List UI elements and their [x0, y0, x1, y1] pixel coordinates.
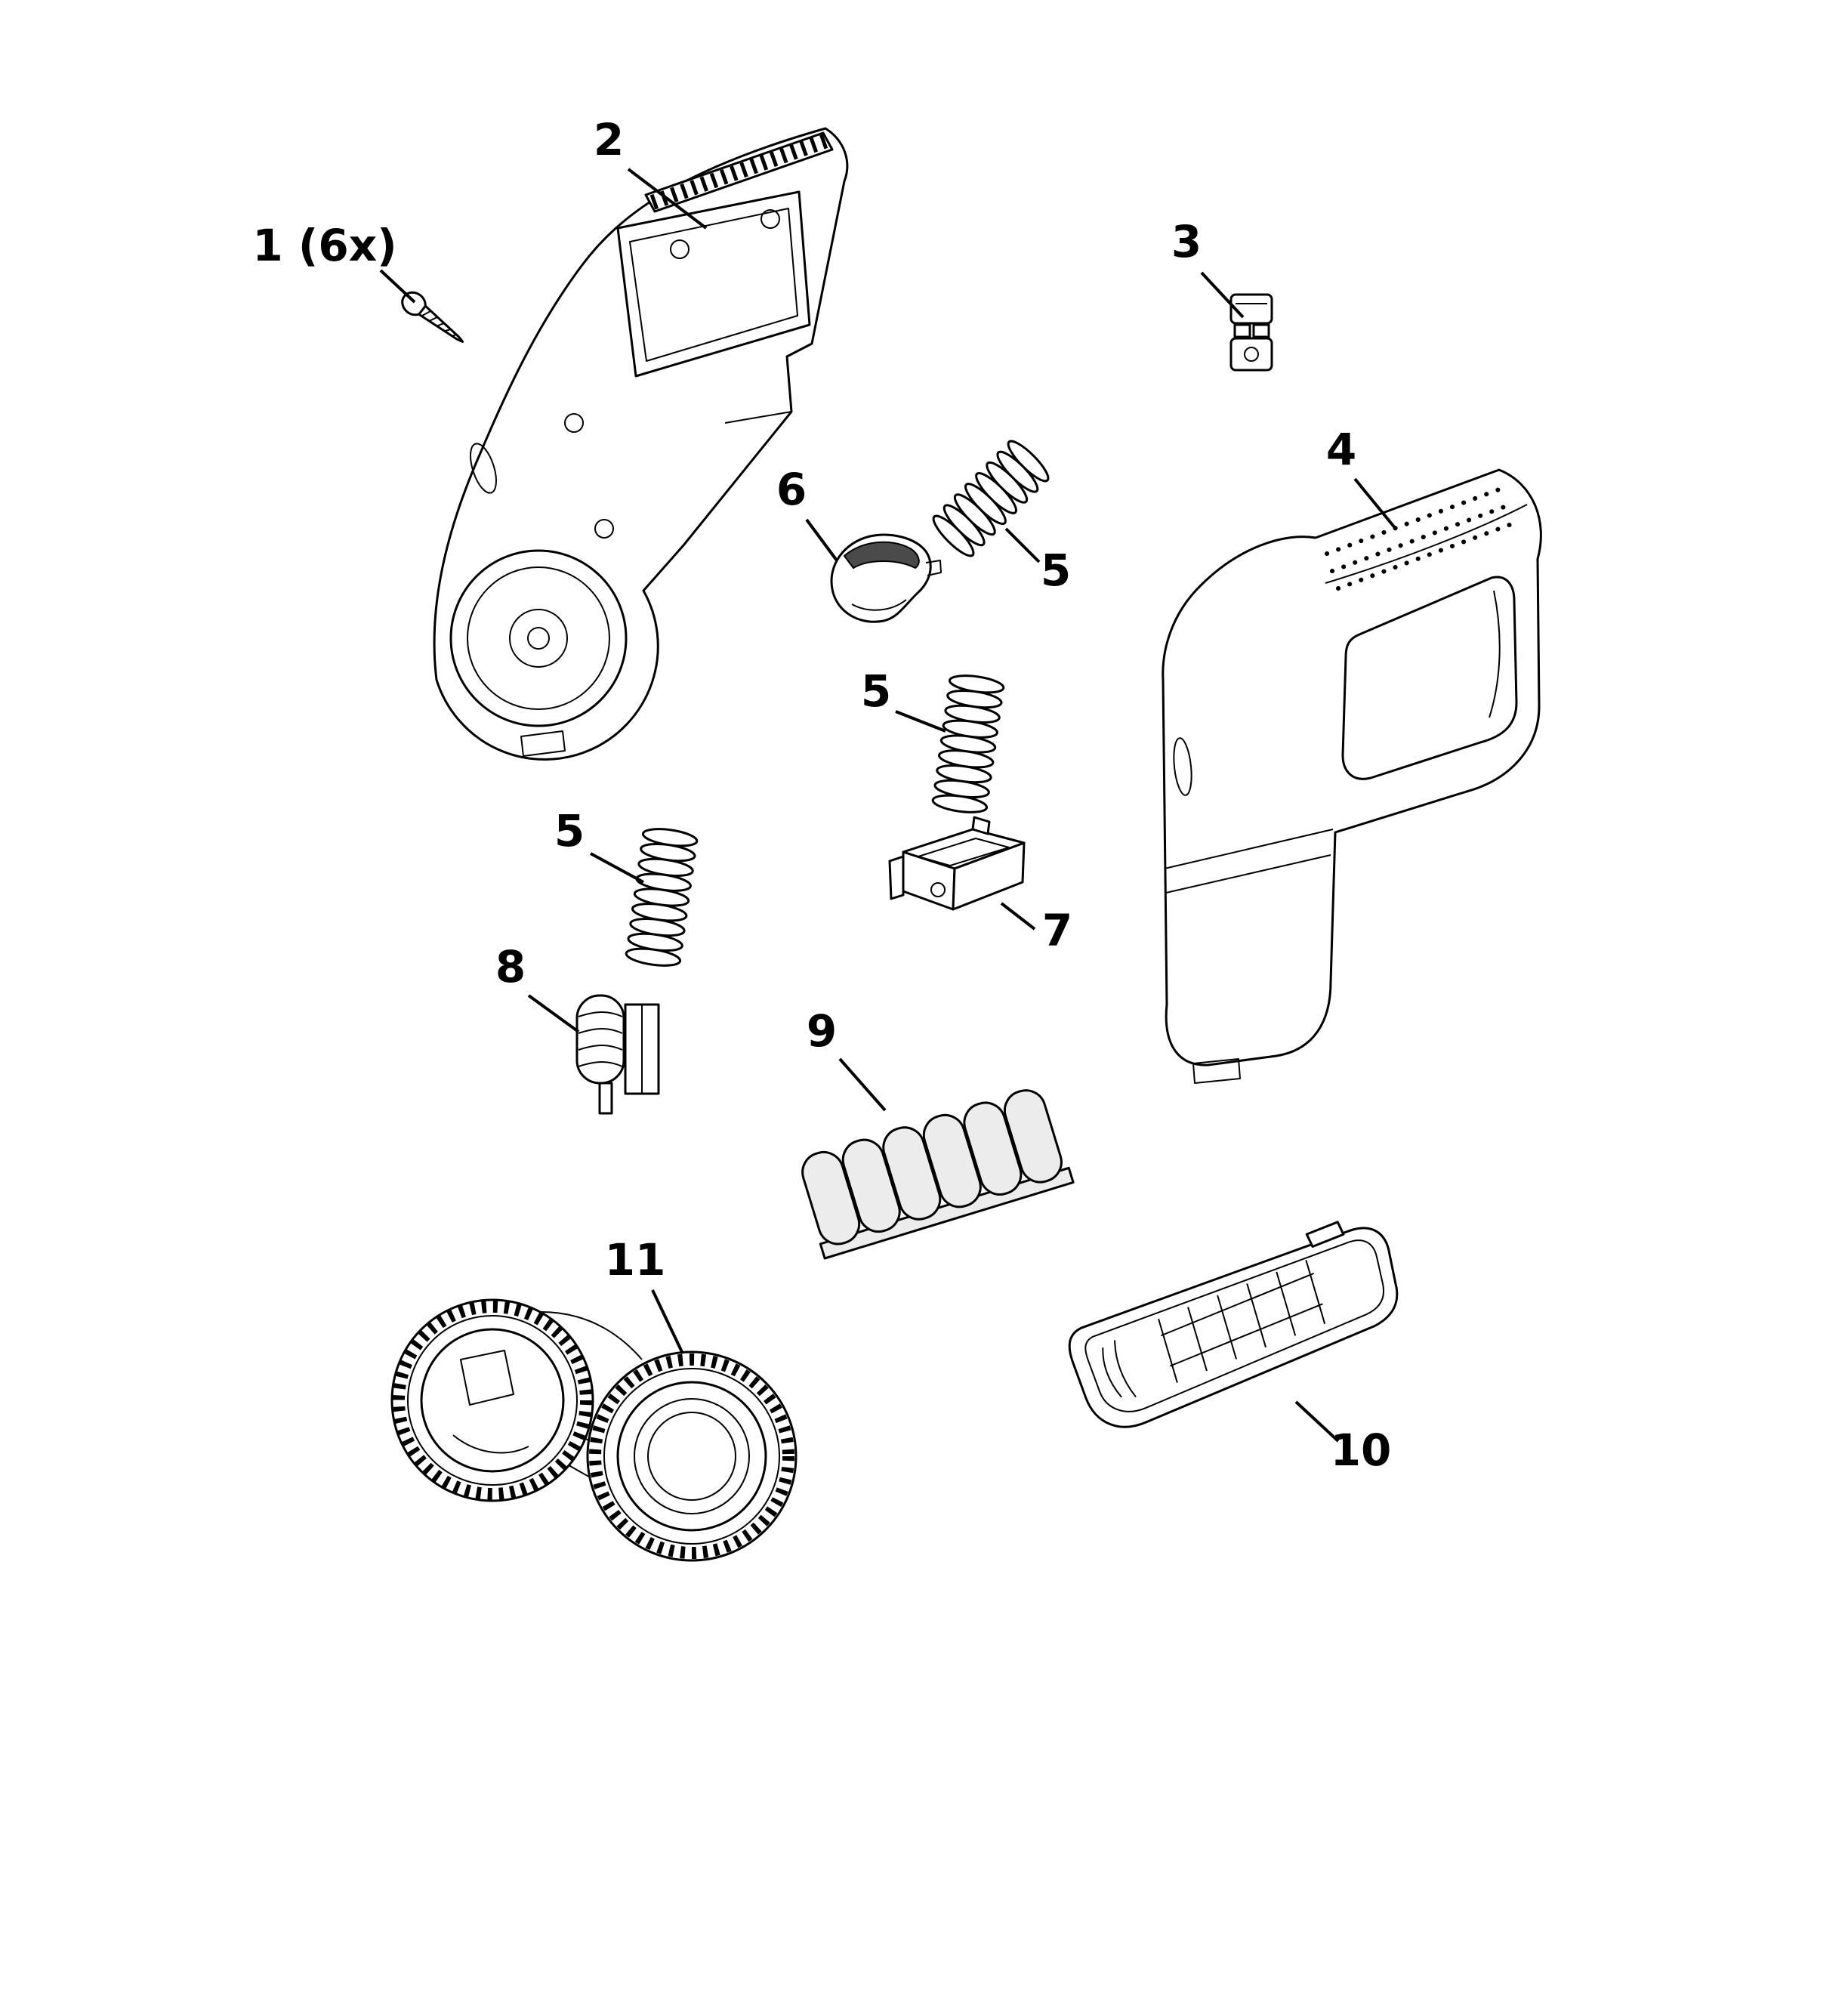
part-trigger-button: [830, 533, 942, 623]
callout-label-1: 1 (6x): [252, 220, 396, 271]
callout-leader-5c: [590, 852, 644, 884]
callout-leader-7: [1000, 902, 1036, 931]
callout-label-10: 10: [1331, 1425, 1392, 1476]
callout-leader-3: [1200, 271, 1245, 319]
callout-label-7: 7: [1042, 905, 1072, 956]
callout-leader-2: [627, 168, 708, 230]
callout-leader-9: [838, 1057, 887, 1112]
part-right-housing-half: [1162, 468, 1542, 1084]
callout-leader-8: [527, 994, 580, 1033]
callout-leader-10: [1294, 1400, 1340, 1443]
callout-label-5b: 5: [861, 665, 891, 717]
callout-leader-5a: [1004, 527, 1041, 563]
callout-label-11: 11: [605, 1234, 666, 1286]
part-spring-middle: [931, 674, 1005, 813]
callout-label-8: 8: [495, 941, 526, 992]
part-switch: [575, 994, 660, 1115]
part-battery-pack: [801, 1089, 1075, 1260]
part-bottom-cover: [1068, 1221, 1399, 1428]
callout-leader-5b: [895, 710, 946, 733]
callout-label-5a: 5: [1041, 545, 1071, 596]
callout-leader-11: [651, 1289, 684, 1354]
callout-leader-6: [805, 518, 838, 562]
part-slide-bracket: [888, 816, 1026, 911]
callout-label-9: 9: [807, 1005, 837, 1057]
callout-leader-4: [1353, 477, 1397, 530]
callout-label-2: 2: [594, 114, 624, 165]
callout-label-5c: 5: [554, 805, 585, 857]
callout-label-4: 4: [1326, 424, 1356, 475]
part-wheel-assembly: [390, 1298, 798, 1562]
callout-labels: 1 (6x) 2 3 4 5 6 5 7 5 8 9 10 11: [252, 114, 1391, 1476]
callout-label-3: 3: [1171, 216, 1202, 267]
part-left-housing-half: [433, 127, 849, 761]
part-spring-upper: [932, 440, 1050, 557]
part-latch-clip: [1229, 293, 1273, 372]
callout-leaders: [379, 168, 1397, 1443]
part-spring-lower: [625, 828, 699, 967]
callout-leader-1: [379, 269, 416, 304]
callout-label-6: 6: [776, 464, 807, 515]
